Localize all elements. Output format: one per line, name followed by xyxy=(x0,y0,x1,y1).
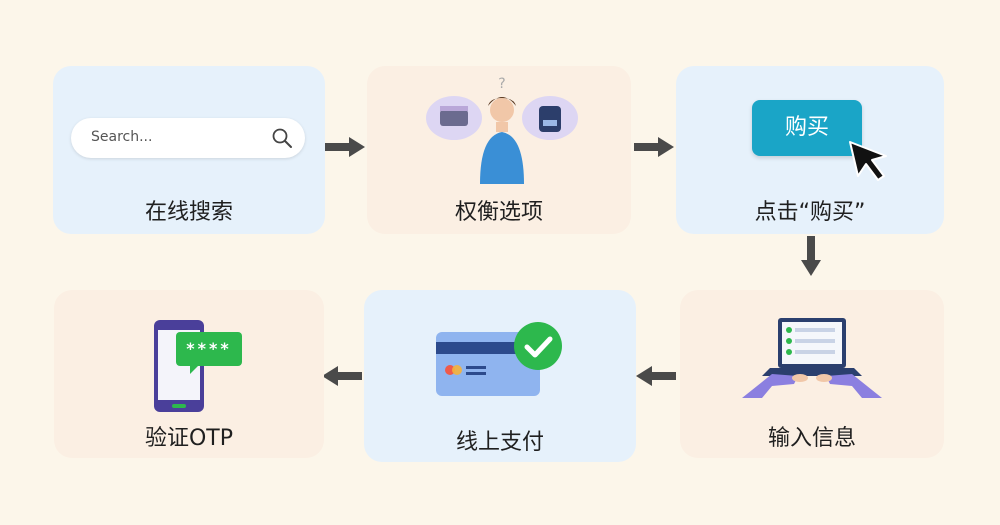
step-label-input: 输入信息 xyxy=(767,426,856,451)
search-bar[interactable]: Search... xyxy=(71,118,305,158)
step-card-compare: ? 权衡选项 xyxy=(367,66,631,234)
step-card-input: 输入信息 xyxy=(680,290,944,458)
buy-button-label: 购买 xyxy=(784,115,829,140)
arrow-right-icon xyxy=(325,137,365,157)
cursor-icon xyxy=(846,138,892,184)
step-card-buy: 购买 点击“购买” xyxy=(676,66,944,234)
step-label-compare: 权衡选项 xyxy=(454,200,543,225)
search-icon xyxy=(271,127,293,149)
svg-text:?: ? xyxy=(498,76,505,92)
step-label-pay: 线上支付 xyxy=(455,430,544,455)
step-card-search: Search... 在线搜索 xyxy=(53,66,325,234)
search-placeholder: Search... xyxy=(91,129,153,145)
buy-button[interactable]: 购买 xyxy=(752,100,862,156)
otp-mask: **** xyxy=(186,339,232,358)
step-card-pay: 线上支付 xyxy=(364,290,636,462)
arrow-left-icon xyxy=(322,366,362,386)
laptop-typing-icon xyxy=(742,314,882,410)
arrow-left-icon xyxy=(636,366,676,386)
credit-card-icon xyxy=(436,320,566,400)
bubble-tail xyxy=(190,366,198,374)
arrow-right-icon xyxy=(634,137,674,157)
person-thinking-icon: ? xyxy=(422,76,582,184)
check-icon xyxy=(512,320,564,372)
step-card-otp: **** 验证OTP xyxy=(54,290,324,458)
step-label-otp: 验证OTP xyxy=(144,426,234,451)
otp-message-bubble: **** xyxy=(176,332,242,374)
arrow-down-icon xyxy=(801,236,821,276)
step-label-buy: 点击“购买” xyxy=(754,200,866,225)
step-label-search: 在线搜索 xyxy=(144,200,233,225)
